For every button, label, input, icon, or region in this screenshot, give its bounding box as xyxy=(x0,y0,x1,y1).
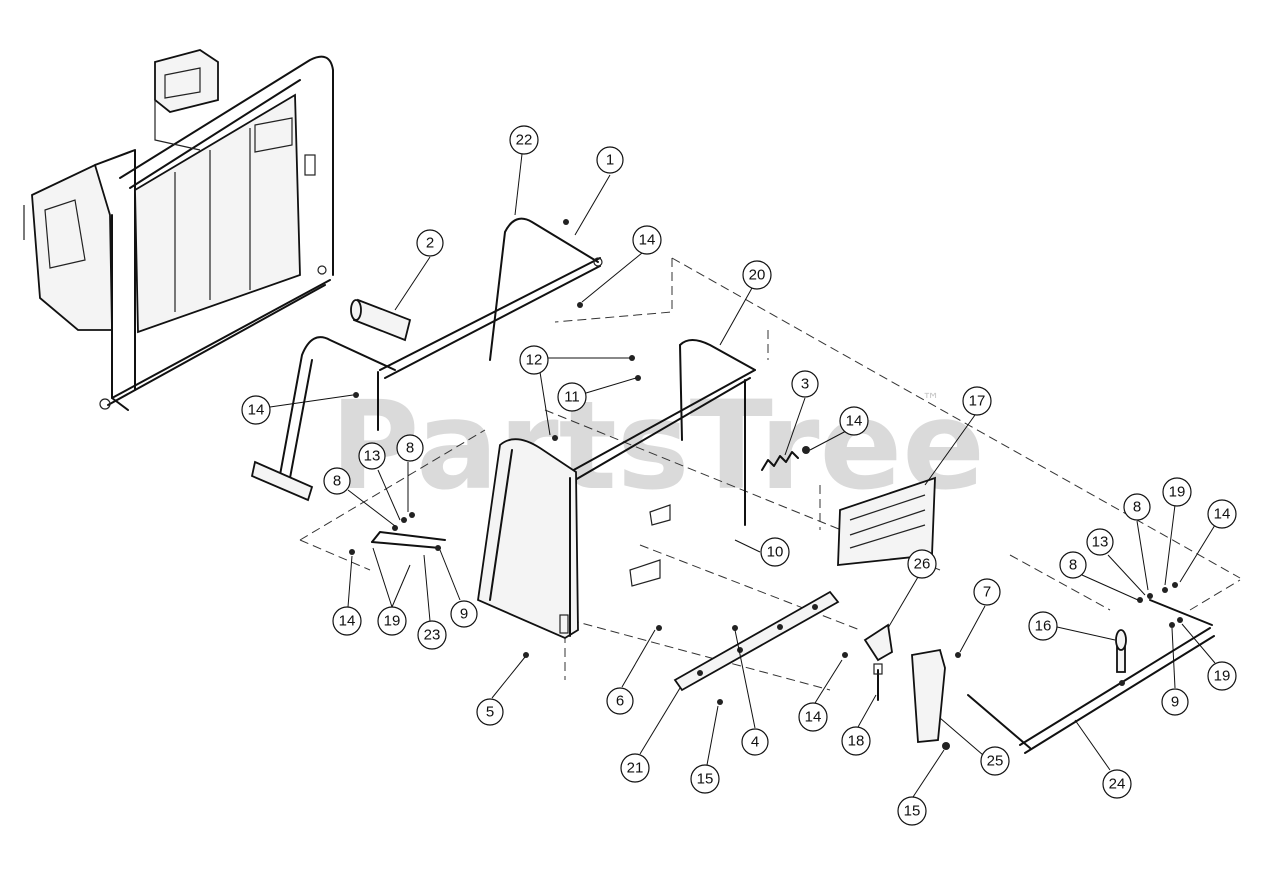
svg-text:8: 8 xyxy=(406,440,414,457)
callout-13: 13 xyxy=(358,442,386,470)
callout-6: 6 xyxy=(606,687,634,715)
mount-plate xyxy=(629,504,671,587)
svg-text:5: 5 xyxy=(486,704,494,721)
callout-19: 19 xyxy=(377,606,407,636)
svg-text:14: 14 xyxy=(846,413,863,430)
part-25-arm xyxy=(911,648,950,750)
svg-text:4: 4 xyxy=(751,734,759,751)
callout-11: 11 xyxy=(557,382,587,412)
svg-text:24: 24 xyxy=(1109,776,1126,793)
svg-text:7: 7 xyxy=(983,584,991,601)
callout-2: 2 xyxy=(416,229,444,257)
part-2-grip xyxy=(350,298,412,342)
callout-26: 26 xyxy=(907,549,937,579)
svg-text:14: 14 xyxy=(248,402,265,419)
svg-text:8: 8 xyxy=(1133,499,1141,516)
svg-text:18: 18 xyxy=(848,733,865,750)
callout-4: 4 xyxy=(741,728,769,756)
svg-text:14: 14 xyxy=(1214,506,1231,523)
svg-text:19: 19 xyxy=(1169,484,1186,501)
svg-text:22: 22 xyxy=(516,132,533,149)
callout-21: 21 xyxy=(620,753,650,783)
left-handle xyxy=(250,336,396,502)
svg-text:12: 12 xyxy=(526,352,543,369)
watermark-trademark: ™ xyxy=(922,390,940,411)
svg-text:1: 1 xyxy=(606,152,614,169)
part-20-upper-frame xyxy=(569,339,756,526)
svg-text:17: 17 xyxy=(969,393,986,410)
part-21-rail xyxy=(673,590,840,692)
part-24-lever xyxy=(967,599,1215,754)
watermark-text: PartsTree xyxy=(330,375,985,517)
callout-17: 17 xyxy=(962,386,992,416)
callout-14: 14 xyxy=(839,406,869,436)
callout-19: 19 xyxy=(1162,477,1192,507)
callout-10: 10 xyxy=(760,537,790,567)
svg-text:9: 9 xyxy=(460,606,468,623)
svg-text:6: 6 xyxy=(616,693,624,710)
svg-text:14: 14 xyxy=(339,613,356,630)
svg-text:3: 3 xyxy=(801,376,809,393)
svg-text:8: 8 xyxy=(1069,557,1077,574)
callout-20: 20 xyxy=(742,260,772,290)
part-26-bracket xyxy=(863,623,893,662)
part-23-link xyxy=(371,531,446,549)
svg-text:21: 21 xyxy=(627,760,644,777)
svg-text:11: 11 xyxy=(564,389,580,406)
svg-text:25: 25 xyxy=(987,753,1004,770)
svg-text:14: 14 xyxy=(805,709,822,726)
svg-text:15: 15 xyxy=(697,771,714,788)
side-panel xyxy=(477,438,579,640)
callouts: 1 2 3 4 5 6 7 8 8 8 8 9 9 10 11 12 xyxy=(241,125,1237,826)
svg-text:10: 10 xyxy=(767,544,784,561)
callout-15: 15 xyxy=(690,764,720,794)
svg-text:19: 19 xyxy=(1214,668,1231,685)
svg-text:15: 15 xyxy=(904,803,921,820)
callout-8: 8 xyxy=(323,467,351,495)
callout-14: 14 xyxy=(632,225,662,255)
callout-19: 19 xyxy=(1207,661,1237,691)
svg-text:9: 9 xyxy=(1171,694,1179,711)
callout-12: 12 xyxy=(519,345,549,375)
callout-9: 9 xyxy=(1161,688,1189,716)
callout-14: 14 xyxy=(1207,499,1237,529)
svg-text:20: 20 xyxy=(749,267,766,284)
callout-15: 15 xyxy=(897,796,927,826)
svg-text:16: 16 xyxy=(1035,618,1052,635)
svg-text:23: 23 xyxy=(424,627,441,644)
hopper-assembly xyxy=(23,49,334,411)
callout-8: 8 xyxy=(1123,493,1151,521)
part-22-handle-rod xyxy=(379,217,603,379)
part-18-pin xyxy=(873,663,883,701)
callout-1: 1 xyxy=(596,146,624,174)
callout-24: 24 xyxy=(1102,769,1132,799)
hardware xyxy=(349,219,1183,705)
callout-16: 16 xyxy=(1028,611,1058,641)
svg-text:13: 13 xyxy=(364,448,381,465)
callout-8: 8 xyxy=(1059,551,1087,579)
callout-18: 18 xyxy=(841,726,871,756)
callout-14: 14 xyxy=(332,606,362,636)
callout-14: 14 xyxy=(798,702,828,732)
callout-23: 23 xyxy=(417,620,447,650)
callout-22: 22 xyxy=(509,125,539,155)
callout-13: 13 xyxy=(1086,528,1114,556)
callout-25: 25 xyxy=(980,746,1010,776)
svg-text:2: 2 xyxy=(426,235,434,252)
callout-3: 3 xyxy=(791,370,819,398)
svg-text:14: 14 xyxy=(639,232,656,249)
svg-text:8: 8 xyxy=(333,473,341,490)
callout-5: 5 xyxy=(476,698,504,726)
svg-text:26: 26 xyxy=(914,556,931,573)
svg-text:19: 19 xyxy=(384,613,401,630)
part-3-spring xyxy=(761,446,810,471)
callout-8: 8 xyxy=(396,434,424,462)
svg-text:13: 13 xyxy=(1092,534,1109,551)
callout-9: 9 xyxy=(450,600,478,628)
callout-7: 7 xyxy=(973,578,1001,606)
callout-14: 14 xyxy=(241,395,271,425)
